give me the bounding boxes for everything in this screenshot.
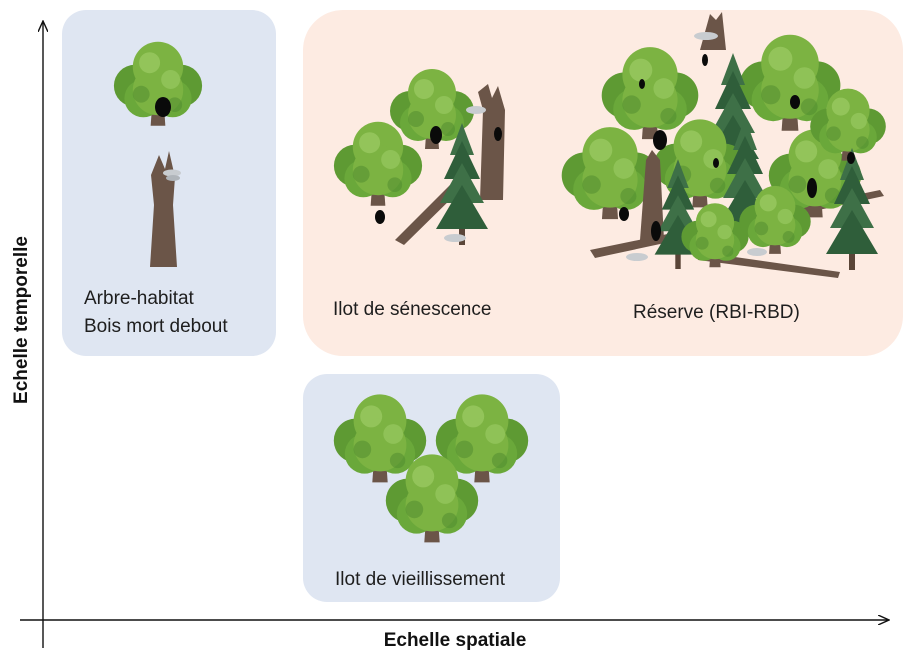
tree-cavity: [155, 97, 171, 117]
ilot-vieillissement-label: Ilot de vieillissement: [335, 569, 506, 590]
arbre-habitat-label: Arbre-habitat: [84, 288, 195, 309]
reserve-label: Réserve (RBI-RBD): [633, 302, 800, 323]
habitat-tree-illustration: [113, 41, 203, 126]
ilot-senescence-label: Ilot de sénescence: [333, 299, 491, 320]
x-axis-title: Echelle spatiale: [384, 630, 527, 651]
senescence-island-illustration: [333, 69, 505, 245]
bois-mort-debout-label: Bois mort debout: [84, 316, 228, 337]
y-axis-title: Echelle temporelle: [11, 236, 32, 404]
reserve-forest-illustration: [561, 12, 886, 278]
